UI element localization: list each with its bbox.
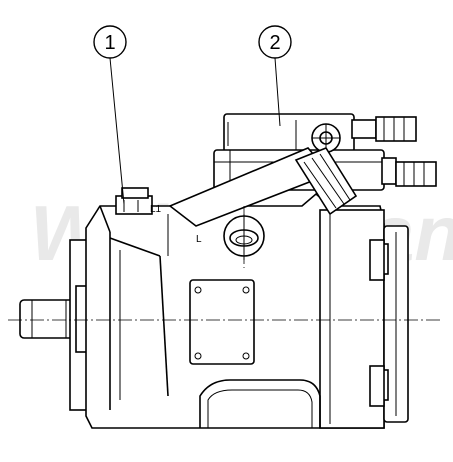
callout-1: 1 xyxy=(93,25,127,59)
control-valve xyxy=(213,113,437,191)
drive-shaft xyxy=(19,299,77,339)
callout-1-leader xyxy=(109,57,125,205)
callout-2-label: 2 xyxy=(269,32,280,54)
pump-housing xyxy=(19,147,409,429)
port-label-l1: L1 xyxy=(150,204,162,215)
callout-1-label: 1 xyxy=(104,32,115,54)
callout-2-leader xyxy=(274,57,281,127)
callout-2: 2 xyxy=(258,25,292,59)
port-label-l: L xyxy=(196,234,202,245)
cover-plate xyxy=(189,279,255,365)
